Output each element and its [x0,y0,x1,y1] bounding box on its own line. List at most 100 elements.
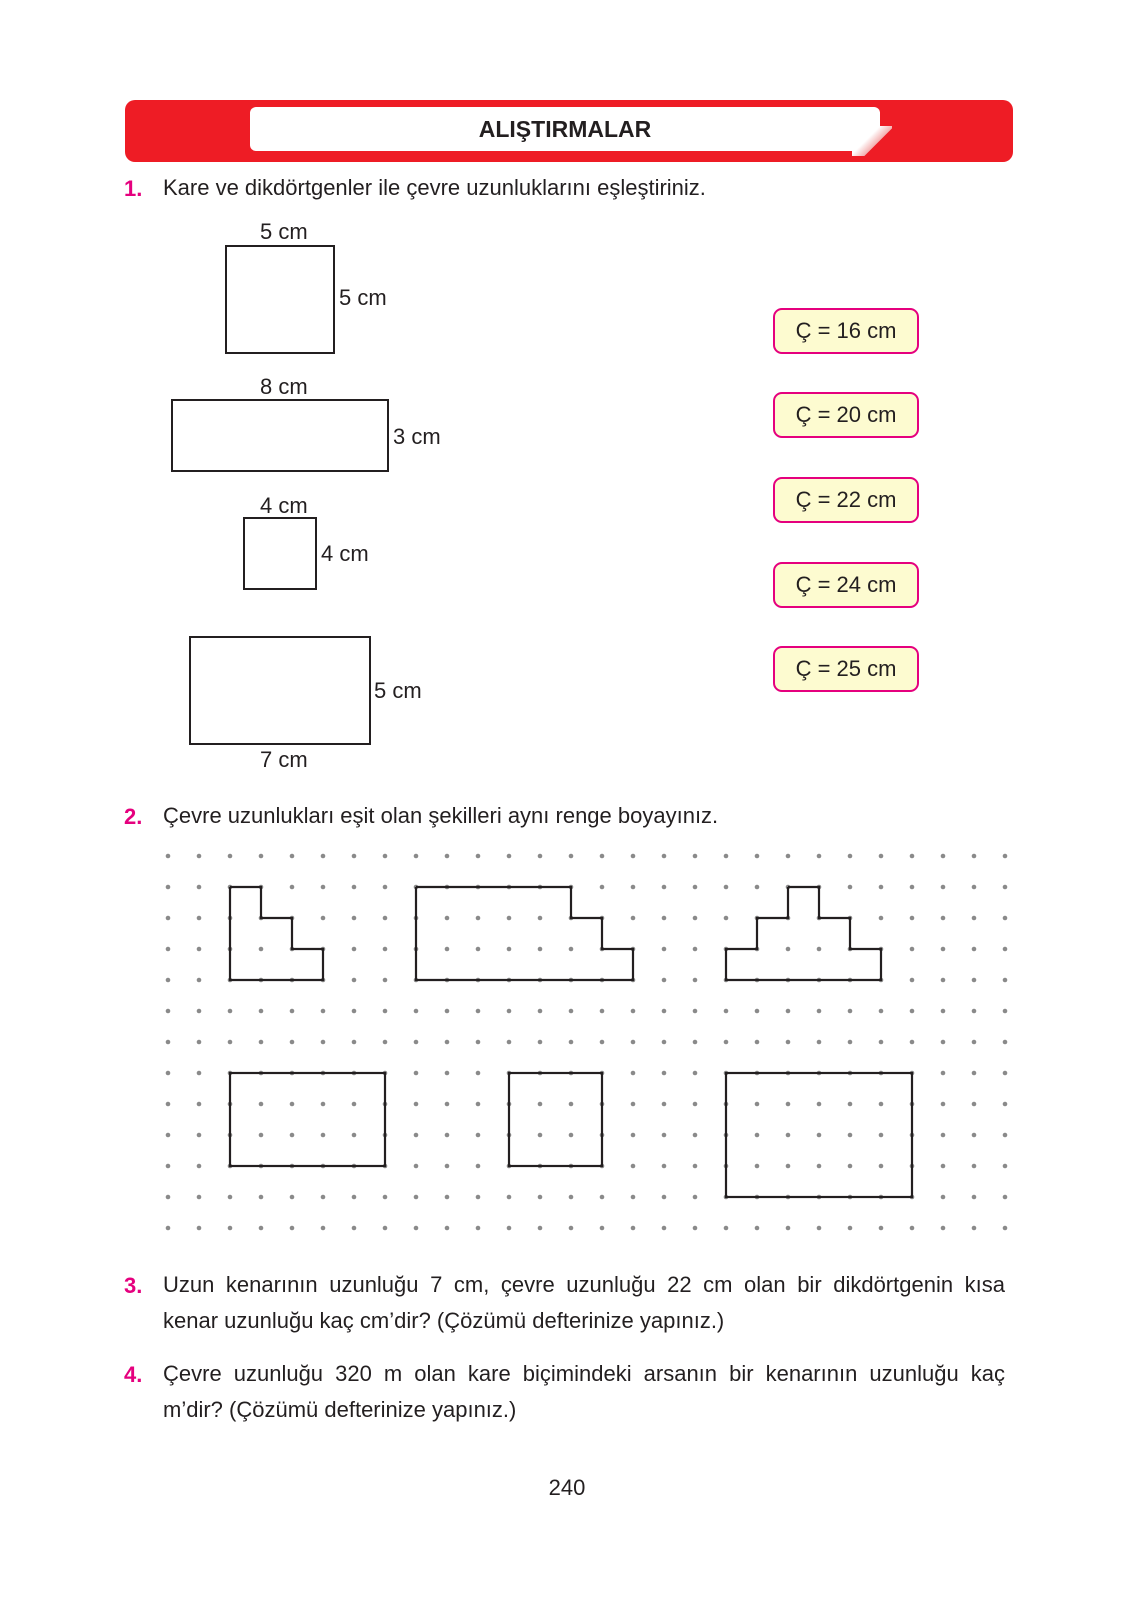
grid-dot [971,1194,977,1200]
grid-dot [630,1132,636,1138]
grid-dot [692,853,698,859]
grid-dot [196,977,202,983]
grid-dot [568,1225,574,1231]
grid-dot [413,1039,419,1045]
grid-dot [258,1008,264,1014]
grid-dot [444,1194,450,1200]
grid-dot [847,1163,853,1169]
grid-dot [196,884,202,890]
rectangle-6x4-grid [724,1071,914,1199]
grid-dot [971,1132,977,1138]
grid-dot [940,946,946,952]
grid-dot [878,1163,884,1169]
grid-dot [692,915,698,921]
grid-dot [661,1225,667,1231]
shape-2-side-label: 3 cm [393,424,441,449]
grid-dot [351,977,357,983]
grid-dot [475,853,481,859]
grid-dot [1002,853,1008,859]
grid-dot [537,1101,543,1107]
grid-dot [971,915,977,921]
grid-dot [878,1225,884,1231]
grid-dot [909,915,915,921]
grid-dot [196,1225,202,1231]
grid-dot [289,1225,295,1231]
grid-dot [537,853,543,859]
grid-dot [227,1008,233,1014]
grid-dot [196,1163,202,1169]
grid-dot [165,1225,171,1231]
grid-dot [847,1101,853,1107]
grid-dot [165,853,171,859]
grid-dot [630,1008,636,1014]
grid-dot [382,1039,388,1045]
grid-dot [258,1194,264,1200]
grid-dot [382,884,388,890]
grid-dot [351,915,357,921]
perimeter-box-16: Ç = 16 cm [773,308,919,354]
grid-dot [165,1194,171,1200]
grid-dot [506,946,512,952]
grid-dot [196,1132,202,1138]
shape-4-bottom-label: 7 cm [260,747,308,772]
grid-dot [568,946,574,952]
grid-dot [661,915,667,921]
grid-dot [320,1225,326,1231]
grid-dot [289,1132,295,1138]
banner-title-plate: ALIŞTIRMALAR [250,107,892,156]
grid-dot [1002,946,1008,952]
grid-dot [351,1132,357,1138]
grid-dot [971,853,977,859]
grid-dot [971,1101,977,1107]
grid-dot [878,1008,884,1014]
grid-dot [940,1070,946,1076]
grid-dot [413,1194,419,1200]
grid-dot [661,1008,667,1014]
perimeter-box-20: Ç = 20 cm [773,392,919,438]
grid-dot [1002,1101,1008,1107]
grid-dot [475,1039,481,1045]
grid-dot [630,1070,636,1076]
grid-dot [909,884,915,890]
grid-dot [475,1070,481,1076]
grid-dot [692,1008,698,1014]
question-3-line-2: kenar uzunluğu kaç cm’dir? (Çözümü defte… [163,1308,725,1333]
grid-dot [196,1070,202,1076]
grid-dot [475,1194,481,1200]
grid-dot [754,1101,760,1107]
grid-dot [165,1070,171,1076]
grid-dot [351,1008,357,1014]
grid-dot [692,884,698,890]
grid-dot [940,853,946,859]
grid-dot [165,884,171,890]
grid-dot [444,1039,450,1045]
grid-dot [568,1132,574,1138]
grid-dot [754,853,760,859]
grid-dot [320,884,326,890]
grid-dot [320,915,326,921]
grid-dot [351,1225,357,1231]
grid-dot [444,1101,450,1107]
grid-dot [444,1163,450,1169]
grid-dots [165,853,1008,1231]
grid-dot [940,1225,946,1231]
grid-dot [196,853,202,859]
grid-dot [289,1008,295,1014]
grid-dot [475,915,481,921]
grid-dot [568,1008,574,1014]
grid-dot [754,884,760,890]
grid-dot [940,1101,946,1107]
grid-dot [816,1039,822,1045]
grid-dot [289,1039,295,1045]
grid-dot [413,1008,419,1014]
grid-dot [444,853,450,859]
shape-1-side-label: 5 cm [339,285,387,310]
grid-dot [351,853,357,859]
grid-dot [258,1132,264,1138]
grid-dot [444,1132,450,1138]
grid-dot [537,915,543,921]
grid-dot [537,1225,543,1231]
grid-dot [723,1039,729,1045]
grid-dot [227,853,233,859]
